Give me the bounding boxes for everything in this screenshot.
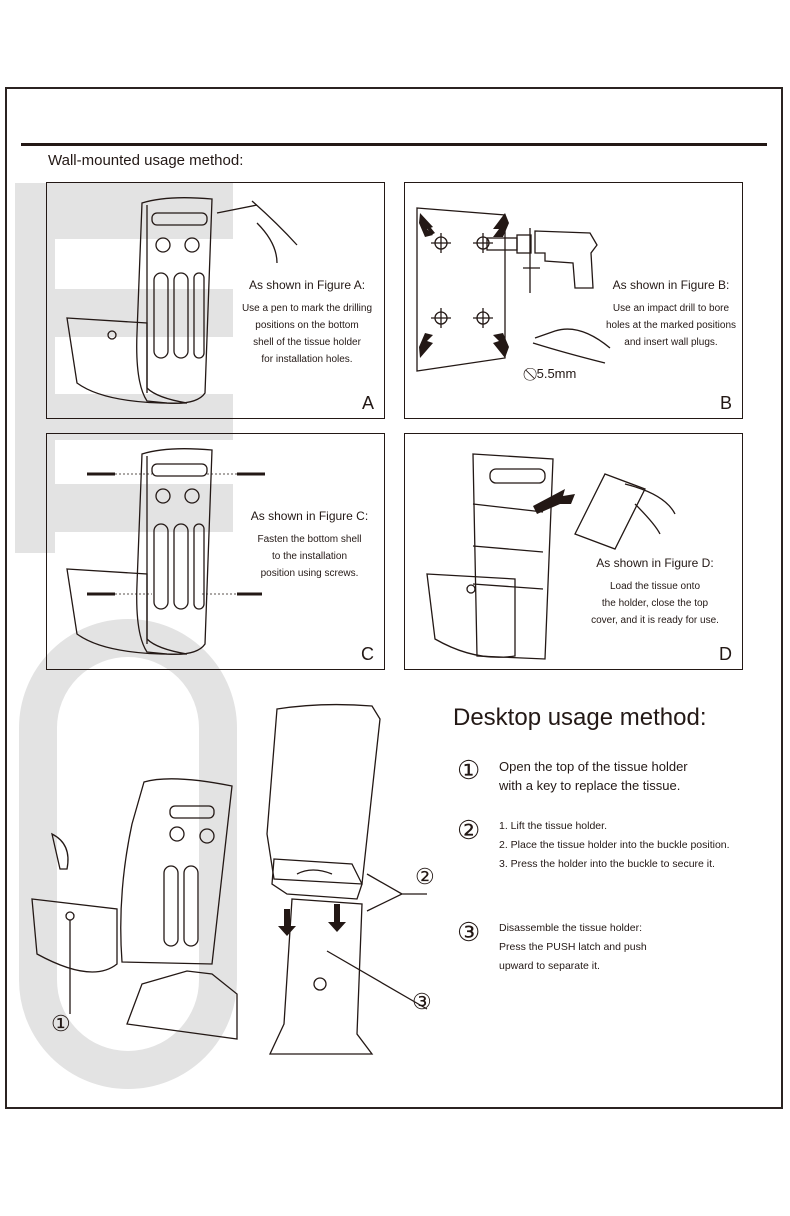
callout-one: ① <box>51 1011 71 1036</box>
caption-line: Use a pen to mark the drilling <box>241 303 373 314</box>
caption-line: Use an impact drill to bore <box>612 303 730 314</box>
figure-b-caption: As shown in Figure B: Use an impact dril… <box>600 278 742 351</box>
watermark-stem <box>15 183 55 553</box>
desktop-illustration <box>31 703 428 1055</box>
caption-line: holes at the marked positions <box>605 320 737 331</box>
caption-line: to the installation <box>271 551 348 562</box>
figure-letter: C <box>361 644 374 664</box>
caption-title: As shown in Figure A: <box>248 278 366 292</box>
drill-size-label: ⃠ 5.5mm <box>533 366 577 381</box>
step-line: Disassemble the tissue holder: <box>499 922 642 934</box>
callout-two: ② <box>415 864 435 889</box>
tissue-loading-illustration <box>426 453 676 660</box>
tissue-holder-illustration <box>66 197 298 404</box>
step-line: upward to separate it. <box>499 960 600 972</box>
page-frame: Wall-mounted usage method: As shown in F… <box>5 87 783 1109</box>
drill-illustration <box>416 207 611 372</box>
step-line: Open the top of the tissue holder <box>499 759 688 774</box>
step-number: ③ <box>457 917 481 947</box>
step-line: Press the PUSH latch and push <box>499 941 647 953</box>
figure-letter: D <box>719 644 732 664</box>
caption-line: for installation holes. <box>261 354 353 365</box>
caption-title: As shown in Figure B: <box>612 278 730 292</box>
caption-line: positions on the bottom <box>255 320 359 331</box>
caption-title: As shown in Figure D: <box>596 556 714 570</box>
figure-letter: B <box>719 393 732 413</box>
figure-c-caption: As shown in Figure C: Fasten the bottom … <box>237 509 382 582</box>
header-rule <box>21 143 767 146</box>
caption-line: the holder, close the top <box>601 598 709 609</box>
step-line: 2. Place the tissue holder into the buck… <box>499 839 730 851</box>
desktop-section-title: Desktop usage method: <box>453 704 707 731</box>
figure-d-caption: As shown in Figure D: Load the tissue on… <box>575 556 735 629</box>
caption-title: As shown in Figure C: <box>250 509 369 523</box>
figure-b-panel: As shown in Figure B: Use an impact dril… <box>404 182 743 419</box>
screw-illustration <box>66 448 265 655</box>
figure-a-caption: As shown in Figure A: Use a pen to mark … <box>232 278 382 368</box>
caption-line: position using screws. <box>260 568 359 579</box>
caption-line: Load the tissue onto <box>609 581 701 592</box>
callout-three: ③ <box>412 989 432 1014</box>
step-line: 1. Lift the tissue holder. <box>499 820 607 832</box>
caption-line: cover, and it is ready for use. <box>591 615 719 626</box>
step-number: ② <box>457 815 481 845</box>
caption-line: shell of the tissue holder <box>253 337 361 348</box>
step-line: 3. Press the holder into the buckle to s… <box>499 858 715 870</box>
step-line: with a key to replace the tissue. <box>499 778 681 793</box>
figure-c-panel: As shown in Figure C: Fasten the bottom … <box>46 433 385 670</box>
figure-a-panel: As shown in Figure A: Use a pen to mark … <box>46 182 385 419</box>
caption-line: Fasten the bottom shell <box>257 534 362 545</box>
figure-d-panel: As shown in Figure D: Load the tissue on… <box>404 433 743 670</box>
wall-section-title: Wall-mounted usage method: <box>48 152 244 169</box>
figure-letter: A <box>361 393 374 413</box>
caption-line: and insert wall plugs. <box>624 337 718 348</box>
step-number: ① <box>457 755 481 785</box>
